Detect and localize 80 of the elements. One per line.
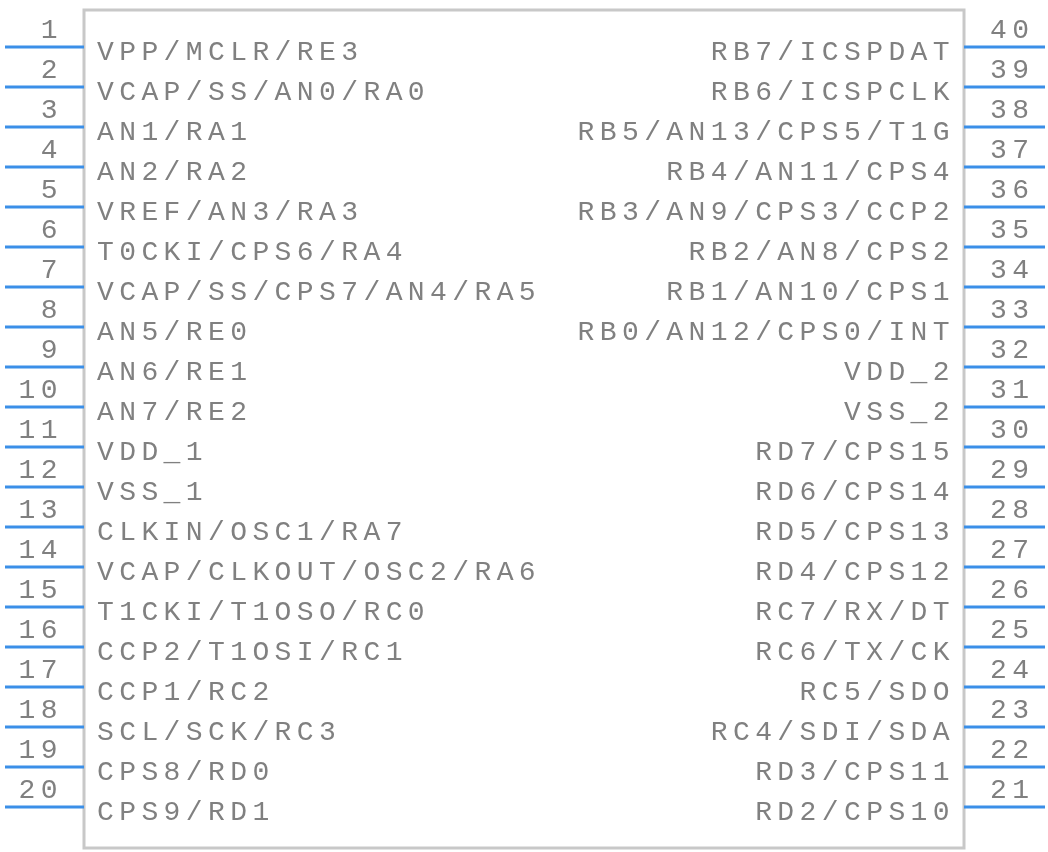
pin-number: 11 [18,417,63,445]
pin-name: T1CKI/T1OSO/RC0 [97,599,431,627]
pin-number: 39 [990,57,1035,85]
pin-name: RD6/CPS14 [755,479,955,507]
pin-number: 12 [18,457,63,485]
pin-name: RB6/ICSPCLK [710,79,955,107]
pin-number: 19 [18,737,63,765]
pin-number: 35 [990,217,1035,245]
pin-name: RB0/AN12/CPS0/INT [577,319,955,347]
pin-name: RB2/AN8/CPS2 [688,239,955,267]
pin-number: 28 [990,497,1035,525]
pin-number: 34 [990,257,1035,285]
pin-name: T0CKI/CPS6/RA4 [97,239,408,267]
pin-name: CCP2/T1OSI/RC1 [97,639,408,667]
pin-number: 33 [990,297,1035,325]
pin-number: 21 [990,777,1035,805]
pin-name: RC5/SDO [799,679,955,707]
pin-number: 13 [18,497,63,525]
pin-name: VCAP/SS/AN0/RA0 [97,79,431,107]
pin-name: VCAP/CLKOUT/OSC2/RA6 [97,559,542,587]
pin-name: CPS8/RD0 [97,759,275,787]
pin-name: VREF/AN3/RA3 [97,199,364,227]
pin-name: RB3/AN9/CPS3/CCP2 [577,199,955,227]
pin-name: SCL/SCK/RC3 [97,719,342,747]
pin-number: 27 [990,537,1035,565]
pin-number: 10 [18,377,63,405]
pin-name: VPP/MCLR/RE3 [97,39,364,67]
pin-number: 15 [18,577,63,605]
pin-name: RB4/AN11/CPS4 [666,159,955,187]
pin-name: RD2/CPS10 [755,799,955,827]
pin-name: VCAP/SS/CPS7/AN4/RA5 [97,279,542,307]
pin-number: 30 [990,417,1035,445]
pin-name: AN1/RA1 [97,119,253,147]
pin-name: CPS9/RD1 [97,799,275,827]
pin-number: 38 [990,97,1035,125]
pin-number: 9 [40,337,63,365]
pin-number: 14 [18,537,63,565]
pin-name: CCP1/RC2 [97,679,275,707]
pin-name: AN5/RE0 [97,319,253,347]
pin-name: CLKIN/OSC1/RA7 [97,519,408,547]
pin-number: 22 [990,737,1035,765]
pin-number: 17 [18,657,63,685]
pin-number: 4 [40,137,63,165]
pin-number: 32 [990,337,1035,365]
pin-number: 3 [40,97,63,125]
pin-name: VSS_1 [97,479,208,507]
pin-name: RB7/ICSPDAT [710,39,955,67]
pin-number: 20 [18,777,63,805]
pin-number: 18 [18,697,63,725]
pin-number: 6 [40,217,63,245]
pin-number: 25 [990,617,1035,645]
pin-name: RC4/SDI/SDA [710,719,955,747]
pin-name: RC7/RX/DT [755,599,955,627]
pin-name: AN7/RE2 [97,399,253,427]
pin-number: 7 [40,257,63,285]
pin-name: RD5/CPS13 [755,519,955,547]
pin-number: 29 [990,457,1035,485]
pin-name: VDD_2 [844,359,955,387]
pin-number: 8 [40,297,63,325]
pin-number: 36 [990,177,1035,205]
pin-number: 23 [990,697,1035,725]
pin-number: 16 [18,617,63,645]
pin-number: 5 [40,177,63,205]
pin-name: RD3/CPS11 [755,759,955,787]
pin-name: AN6/RE1 [97,359,253,387]
pin-number: 26 [990,577,1035,605]
pin-number: 37 [990,137,1035,165]
pin-number: 2 [40,57,63,85]
pin-number: 40 [990,17,1035,45]
pin-number: 24 [990,657,1035,685]
pin-name: RD4/CPS12 [755,559,955,587]
pin-name: VSS_2 [844,399,955,427]
pin-number: 31 [990,377,1035,405]
pin-name: RB1/AN10/CPS1 [666,279,955,307]
pin-name: VDD_1 [97,439,208,467]
pin-name: RD7/CPS15 [755,439,955,467]
pin-name: RC6/TX/CK [755,639,955,667]
pin-number: 1 [40,17,63,45]
pin-name: RB5/AN13/CPS5/T1G [577,119,955,147]
pin-name: AN2/RA2 [97,159,253,187]
